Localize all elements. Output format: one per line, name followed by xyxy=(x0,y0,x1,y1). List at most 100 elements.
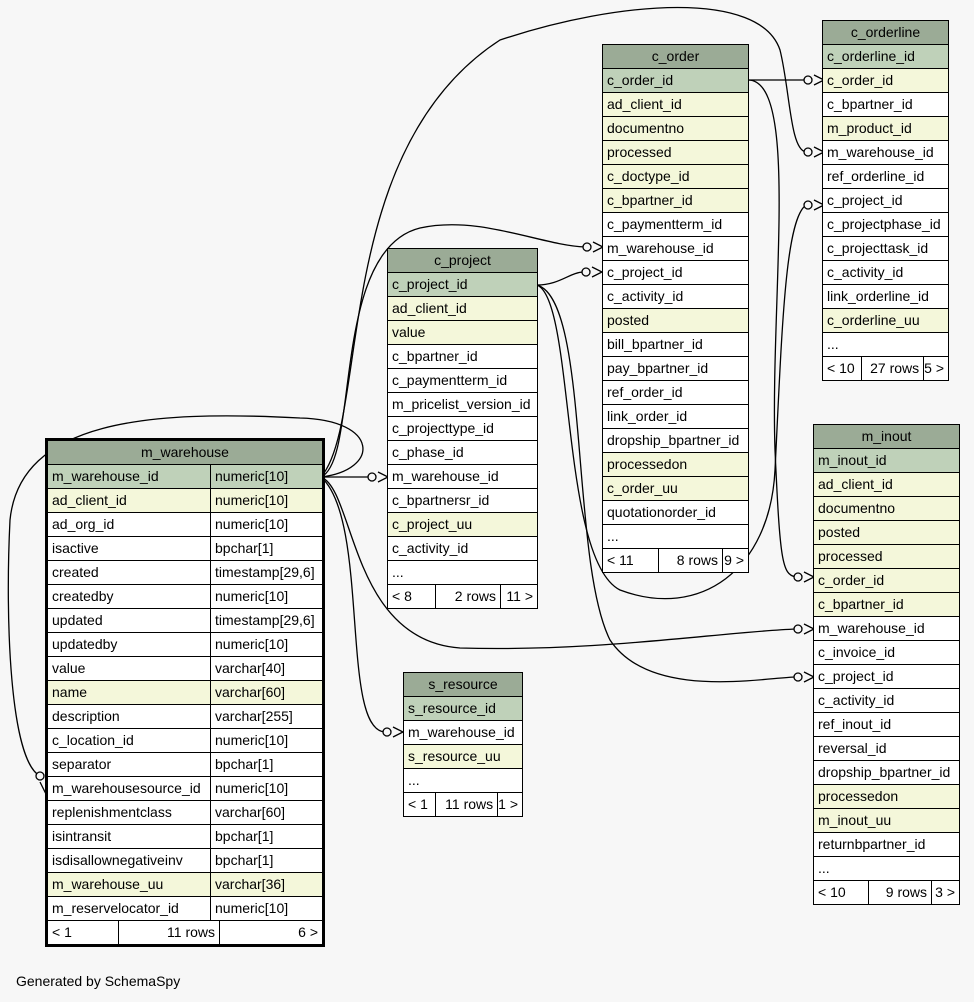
column-row[interactable]: m_warehouse_id xyxy=(603,237,748,261)
column-row[interactable]: documentno xyxy=(603,117,748,141)
column-row[interactable]: c_bpartnersr_id xyxy=(388,489,537,513)
column-row[interactable]: m_product_id xyxy=(823,117,948,141)
children-count[interactable]: 11 > xyxy=(506,588,533,604)
column-row[interactable]: c_order_id xyxy=(603,69,748,93)
column-row[interactable]: dropship_bpartner_id xyxy=(603,429,748,453)
column-row[interactable]: ref_order_id xyxy=(603,381,748,405)
children-count[interactable]: 3 > xyxy=(935,884,955,900)
parents-count[interactable]: < 1 xyxy=(404,793,436,816)
column-row[interactable]: reversal_id xyxy=(814,737,959,761)
children-count[interactable]: 9 > xyxy=(724,552,744,568)
column-row[interactable]: ... xyxy=(404,769,522,793)
column-row[interactable]: processed xyxy=(814,545,959,569)
column-row[interactable]: m_warehouse_id xyxy=(388,465,537,489)
column-row[interactable]: c_projecttask_id xyxy=(823,237,948,261)
column-row[interactable]: ... xyxy=(388,561,537,585)
column-row[interactable]: returnbpartner_id xyxy=(814,833,959,857)
column-row[interactable]: ad_client_id xyxy=(388,297,537,321)
column-row[interactable]: c_activity_id xyxy=(388,537,537,561)
parents-count[interactable]: < 10 xyxy=(823,357,863,380)
column-row[interactable]: c_bpartner_id xyxy=(814,593,959,617)
children-count[interactable]: 1 > xyxy=(498,796,518,812)
children-count[interactable]: 5 > xyxy=(924,360,944,376)
column-row[interactable]: posted xyxy=(603,309,748,333)
column-row[interactable]: c_order_uu xyxy=(603,477,748,501)
parents-count[interactable]: < 11 xyxy=(603,549,659,572)
column-row[interactable]: ref_inout_id xyxy=(814,713,959,737)
column-row[interactable]: c_invoice_id xyxy=(814,641,959,665)
column-row[interactable]: processed xyxy=(603,141,748,165)
column-row[interactable]: pay_bpartner_id xyxy=(603,357,748,381)
column-row[interactable]: m_inout_id xyxy=(814,449,959,473)
column-row[interactable]: ref_orderline_id xyxy=(823,165,948,189)
parents-count[interactable]: < 8 xyxy=(388,585,436,608)
column-row[interactable]: c_project_id xyxy=(388,273,537,297)
column-row[interactable]: c_project_id xyxy=(814,665,959,689)
table-title[interactable]: m_inout xyxy=(814,425,959,449)
column-row[interactable]: link_order_id xyxy=(603,405,748,429)
column-row[interactable]: c_paymentterm_id xyxy=(603,213,748,237)
column-row[interactable]: m_inout_uu xyxy=(814,809,959,833)
column-row[interactable]: m_warehouse_id xyxy=(404,721,522,745)
column-row[interactable]: c_order_id xyxy=(814,569,959,593)
column-row[interactable]: ... xyxy=(823,333,948,357)
column-row[interactable]: c_bpartner_id xyxy=(603,189,748,213)
parents-count[interactable]: < 10 xyxy=(814,881,869,904)
column-row[interactable]: ad_client_id xyxy=(814,473,959,497)
column-row[interactable]: c_orderline_id xyxy=(823,45,948,69)
column-row[interactable]: c_bpartner_id xyxy=(823,93,948,117)
table-title[interactable]: m_warehouse xyxy=(48,441,322,465)
column-row[interactable]: c_project_id xyxy=(603,261,748,285)
column-row[interactable]: c_doctype_id xyxy=(603,165,748,189)
table-title[interactable]: c_order xyxy=(603,45,748,69)
column-row[interactable]: bill_bpartner_id xyxy=(603,333,748,357)
column-row[interactable]: link_orderline_id xyxy=(823,285,948,309)
column-row[interactable]: c_order_id xyxy=(823,69,948,93)
column-row[interactable]: ... xyxy=(814,857,959,881)
column-row[interactable]: m_warehouse_id xyxy=(814,617,959,641)
column-row[interactable]: c_activity_id xyxy=(823,261,948,285)
column-row[interactable]: c_paymentterm_id xyxy=(388,369,537,393)
table-title[interactable]: c_orderline xyxy=(823,21,948,45)
column-row[interactable]: c_orderline_uu xyxy=(823,309,948,333)
column-row[interactable]: s_resource_uu xyxy=(404,745,522,769)
column-row[interactable]: c_phase_id xyxy=(388,441,537,465)
column-row[interactable]: processedon xyxy=(814,785,959,809)
column-row[interactable]: documentno xyxy=(814,497,959,521)
column-row[interactable]: ad_client_id xyxy=(603,93,748,117)
column-row[interactable]: m_pricelist_version_id xyxy=(388,393,537,417)
column-row[interactable]: c_activity_id xyxy=(814,689,959,713)
column-row[interactable]: c_activity_id xyxy=(603,285,748,309)
column-row[interactable]: c_bpartner_id xyxy=(388,345,537,369)
column-row[interactable]: value xyxy=(388,321,537,345)
children-count[interactable]: 6 > xyxy=(298,924,318,940)
column-row[interactable]: ... xyxy=(603,525,748,549)
column-row[interactable]: c_projectphase_id xyxy=(823,213,948,237)
parents-count[interactable]: < 1 xyxy=(48,921,119,944)
table-title[interactable]: c_project xyxy=(388,249,537,273)
